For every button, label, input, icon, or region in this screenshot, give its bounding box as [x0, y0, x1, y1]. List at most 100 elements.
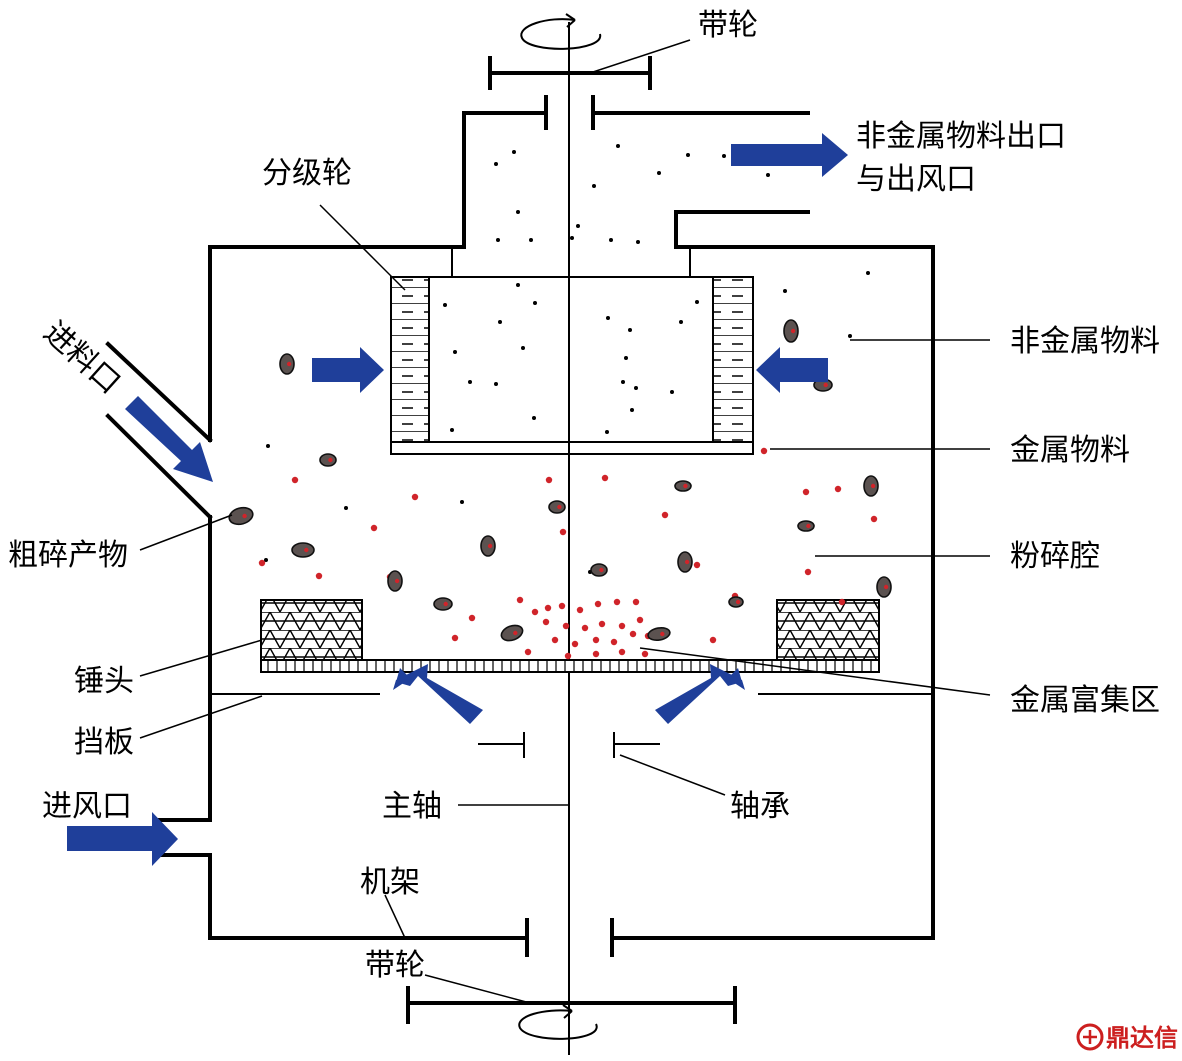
flow-arrows: [67, 133, 848, 866]
metal-particle: [632, 598, 640, 606]
nonmetal-particle: [592, 184, 596, 188]
metal-particle: [661, 511, 669, 519]
metal-particle: [545, 476, 553, 484]
metal-particle: [542, 618, 550, 626]
metal-particle: [468, 614, 476, 622]
leader-frame: [384, 894, 406, 939]
nonmetal-particle: [866, 271, 870, 275]
upflow-arrow-left: [393, 664, 483, 724]
classifier-vanes-right: [712, 276, 754, 443]
metal-particle: [559, 528, 567, 536]
leader-baffle: [139, 695, 263, 739]
metal-particle: [613, 598, 621, 606]
label-classifier-wheel: 分级轮: [262, 156, 352, 191]
nonmetal-particle: [453, 350, 457, 354]
nonmetal-particle: [657, 171, 661, 175]
outlet-arrow: [731, 133, 848, 177]
label-frame: 机架: [360, 865, 420, 900]
metal-particle: [592, 636, 600, 644]
metal-inclusion: [823, 382, 828, 388]
watermark-logo-mark: [1083, 1030, 1097, 1044]
metal-particle: [629, 630, 637, 638]
metal-particle: [581, 624, 589, 632]
label-metal-enrichment-zone: 金属富集区: [1010, 683, 1160, 718]
coarse-particle: [674, 480, 692, 492]
label-main-shaft: 主轴: [382, 789, 442, 824]
metal-particle: [531, 608, 539, 616]
metal-particle: [760, 447, 768, 455]
nonmetal-particle: [624, 356, 628, 360]
bearing-left: [478, 732, 525, 758]
label-air-inlet: 进风口: [42, 789, 132, 824]
metal-inclusion: [735, 599, 741, 605]
label-metal-material: 金属物料: [1010, 433, 1130, 468]
upflow-arrow-right: [655, 664, 745, 724]
feed-chute-lower: [105, 413, 213, 520]
metal-particle: [610, 638, 618, 646]
nonmetal-particle: [460, 500, 464, 504]
watermark-logo-icon: [1076, 1023, 1104, 1051]
leader-enrichment: [639, 647, 991, 696]
left-wall-bottom: [158, 853, 529, 940]
metal-inclusion: [304, 547, 309, 553]
rotor-disc: [260, 659, 880, 673]
leader-top-pulley: [589, 39, 691, 74]
nonmetal-particle: [570, 236, 574, 240]
hammer-left: [260, 599, 363, 661]
metal-particle: [598, 620, 606, 628]
nonmetal-particle: [616, 144, 620, 148]
nonmetal-particle: [443, 303, 447, 307]
metal-inclusion: [790, 328, 796, 334]
leader-lines: [139, 39, 991, 1004]
nonmetal-particle: [670, 390, 674, 394]
label-baffle: 挡板: [74, 725, 134, 760]
leader-bearing: [619, 754, 726, 796]
feed-arrow: [125, 396, 213, 482]
classifier-vanes-left: [390, 276, 430, 443]
metal-particle: [564, 652, 572, 660]
watermark: 鼎达信: [1076, 1023, 1178, 1052]
air-inlet-arrow: [67, 812, 178, 866]
nonmetal-particle: [679, 320, 683, 324]
labels: 带轮 非金属物料出口 与出风口 分级轮 进料口 非金属物料 金属物料 粗碎产物 …: [8, 8, 1160, 983]
nonmetal-particle: [264, 558, 268, 562]
nonmetal-particle: [494, 382, 498, 386]
coarse-particle: [647, 626, 671, 642]
label-top-pulley: 带轮: [698, 8, 758, 43]
leader-hammer: [139, 639, 263, 677]
hammer-right: [776, 599, 880, 661]
nonmetal-particle: [468, 380, 472, 384]
nonmetal-particle: [628, 328, 632, 332]
coarse-particle: [797, 520, 815, 532]
nonmetal-particle: [695, 300, 699, 304]
particles: [228, 144, 892, 660]
label-nonmetal-material: 非金属物料: [1010, 324, 1160, 359]
metal-particle: [451, 634, 459, 642]
shaft-assembly: [406, 13, 737, 1055]
nonmetal-particle: [521, 346, 525, 350]
label-feed-inlet: 进料口: [37, 315, 127, 401]
rotation-icon-bottom: [518, 1009, 598, 1040]
right-wall: [610, 210, 935, 940]
metal-inclusion: [513, 630, 518, 636]
label-grinding-chamber: 粉碎腔: [1010, 539, 1100, 574]
nonmetal-particle: [344, 506, 348, 510]
metal-particle: [558, 602, 566, 610]
metal-particle: [524, 648, 532, 656]
housing: [105, 95, 935, 957]
nonmetal-particle: [494, 162, 498, 166]
metal-inclusion: [806, 523, 811, 529]
nonmetal-particle: [498, 320, 502, 324]
nonmetal-particle: [516, 283, 520, 287]
nonmetal-particle: [496, 238, 500, 242]
metal-particle: [870, 515, 878, 523]
coarse-particle: [319, 453, 337, 467]
coarse-particle: [590, 563, 608, 577]
metal-inclusion: [557, 504, 562, 510]
metal-particle: [411, 493, 419, 501]
metal-particle: [838, 598, 846, 606]
classifier-wheel: [390, 247, 754, 455]
inflow-arrow-right: [756, 347, 828, 393]
nonmetal-particle: [576, 224, 580, 228]
